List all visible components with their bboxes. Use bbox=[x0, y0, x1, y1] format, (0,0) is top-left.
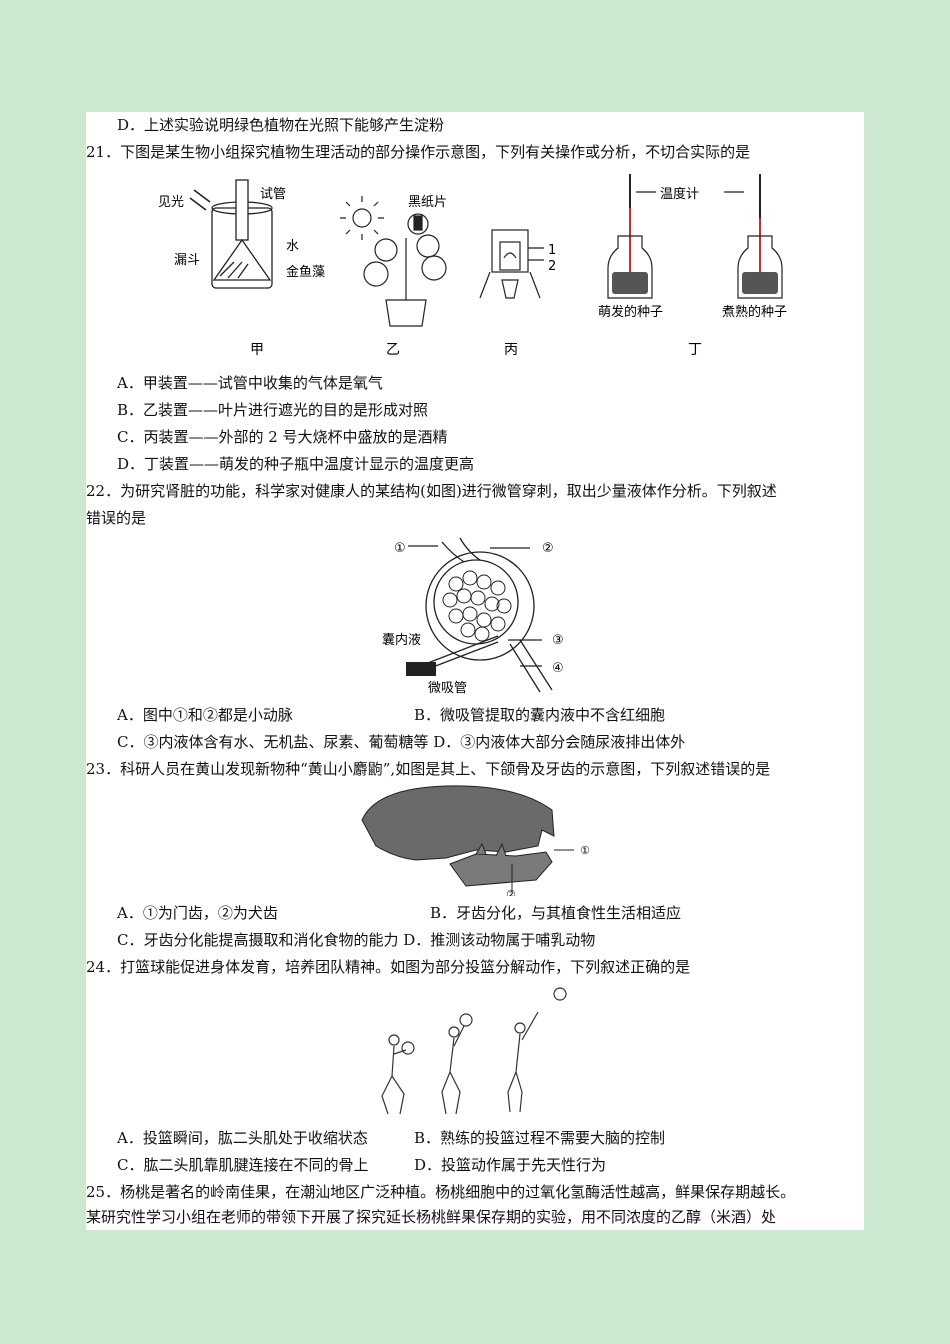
q24-stem: 24．打篮球能促进身体发育，培养团队精神。如图为部分投篮分解动作，下列叙述正确的… bbox=[86, 958, 691, 976]
q22-figure: ① ② ③ ④ 囊内液 微吸管 bbox=[382, 537, 564, 696]
document-page bbox=[86, 112, 864, 1230]
label-germinating-seeds: 萌发的种子 bbox=[598, 304, 663, 320]
apparatus-bing bbox=[479, 229, 544, 299]
q22-option-b: B．微吸管提取的囊内液中不含红细胞 bbox=[414, 706, 666, 724]
label-micropipette: 微吸管 bbox=[428, 681, 467, 696]
label-light: 见光 bbox=[158, 195, 184, 210]
label-funnel: 漏斗 bbox=[174, 252, 200, 268]
label-circle1: ① bbox=[394, 541, 406, 556]
label-circle4: ④ bbox=[552, 661, 564, 676]
label-circle3: ③ bbox=[552, 633, 564, 648]
q22-stem-line1: 22．为研究肾脏的功能，科学家对健康人的某结构(如图)进行微管穿刺，取出少量液体… bbox=[86, 482, 777, 500]
q24-option-a: A．投篮瞬间，肱二头肌处于收缩状态 bbox=[117, 1129, 368, 1147]
caption-yi: 乙 bbox=[386, 342, 400, 358]
q22-option-a: A．图中①和②都是小动脉 bbox=[117, 706, 293, 724]
q21-figure: 见光 试管 漏斗 水 金鱼藻 黑纸片 1 2 温度计 萌发的种 bbox=[158, 174, 787, 358]
q23-stem: 23．科研人员在黄山发现新物种“黄山小麝鼩”,如图是其上、下颌骨及牙齿的示意图，… bbox=[86, 760, 771, 778]
q21-stem: 21．下图是某生物小组探究植物生理活动的部分操作示意图，下列有关操作或分析，不切… bbox=[86, 143, 751, 161]
q22-option-cd: C．③内液体含有水、无机盐、尿素、葡萄糖等 D．③内液体大部分会随尿液排出体外 bbox=[117, 733, 686, 751]
q25-stem-line1: 25．杨桃是著名的岭南佳果，在潮汕地区广泛种植。杨桃细胞中的过氧化氢酶活性越高，… bbox=[86, 1183, 796, 1201]
q24-figure bbox=[381, 987, 567, 1115]
apparatus-jia bbox=[189, 179, 273, 289]
q21-option-d: D．丁装置——萌发的种子瓶中温度计显示的温度更高 bbox=[117, 455, 475, 473]
q24-option-b: B．熟练的投篮过程不需要大脑的控制 bbox=[414, 1129, 666, 1147]
q23-option-cd: C．牙齿分化能提高摄取和消化食物的能力 D．推测该动物属于哺乳动物 bbox=[117, 931, 596, 949]
label-black-paper: 黑纸片 bbox=[408, 195, 447, 210]
q21-option-c: C．丙装置——外部的 2 号大烧杯中盛放的是酒精 bbox=[117, 428, 448, 446]
label-capsule-fluid: 囊内液 bbox=[382, 632, 421, 648]
q22-stem-line2: 错误的是 bbox=[86, 509, 147, 527]
q24-option-c: C．肱二头肌靠肌腱连接在不同的骨上 bbox=[117, 1156, 369, 1174]
label-thermometer: 温度计 bbox=[660, 186, 699, 202]
apparatus-yi bbox=[340, 196, 447, 327]
q24-option-d: D．投篮动作属于先天性行为 bbox=[414, 1156, 607, 1174]
label-circle2: ② bbox=[542, 541, 554, 556]
q23-option-a: A．①为门齿，②为犬齿 bbox=[117, 904, 278, 922]
q21-option-a: A．甲装置——试管中收集的气体是氧气 bbox=[117, 374, 383, 392]
apparatus-ding bbox=[607, 174, 783, 299]
label-circle1: ① bbox=[580, 844, 590, 857]
caption-bing: 丙 bbox=[504, 342, 518, 358]
caption-jia: 甲 bbox=[250, 342, 264, 358]
label-cooked-seeds: 煮熟的种子 bbox=[722, 304, 787, 320]
seeds bbox=[612, 272, 778, 294]
label-num2: 2 bbox=[548, 259, 556, 274]
q21-option-b: B．乙装置——叶片进行遮光的目的是形成对照 bbox=[117, 401, 429, 419]
label-alga: 金鱼藻 bbox=[286, 264, 325, 280]
label-circle2: ② bbox=[506, 888, 516, 896]
q20-option-d: D．上述实验说明绿色植物在光照下能够产生淀粉 bbox=[117, 116, 445, 134]
label-num1: 1 bbox=[548, 243, 556, 258]
q23-figure: ① ② bbox=[361, 785, 590, 896]
q25-stem-line2: 某研究性学习小组在老师的带领下开展了探究延长杨桃鲜果保存期的实验，用不同浓度的乙… bbox=[86, 1208, 777, 1226]
label-water: 水 bbox=[286, 239, 299, 254]
label-tube: 试管 bbox=[260, 187, 286, 202]
q23-option-b: B．牙齿分化，与其植食性生活相适应 bbox=[430, 904, 682, 922]
caption-ding: 丁 bbox=[688, 342, 702, 358]
